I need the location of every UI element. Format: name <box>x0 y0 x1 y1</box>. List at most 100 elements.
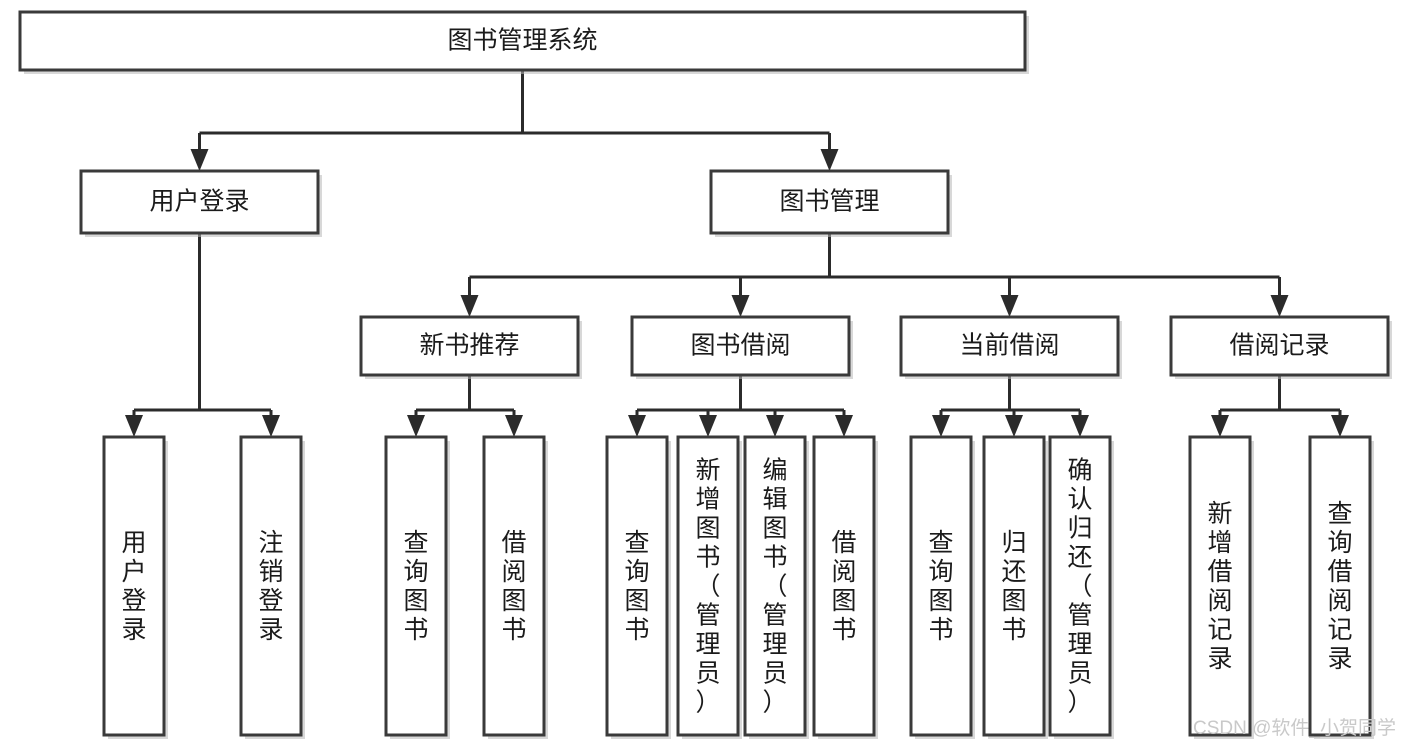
arrow-head-icon <box>1331 415 1349 437</box>
node-label-char: 阅 <box>831 558 856 586</box>
arrow-head-icon <box>1270 295 1289 317</box>
node-label-char: 询 <box>1327 529 1352 557</box>
box-outline <box>18 10 1027 72</box>
node-label-char: 销 <box>258 558 283 586</box>
csdn-watermark: CSDN @软件_小贺同学 <box>1193 717 1396 739</box>
node-label-char: 理 <box>762 631 787 659</box>
node-label-char: （ <box>762 573 787 601</box>
box-outline <box>909 435 973 737</box>
node-layer: 图书管理系统用户登录图书管理新书推荐图书借阅当前借阅借阅记录用户登录注销登录查询… <box>18 10 1392 739</box>
box-outline <box>630 315 851 377</box>
leaf-node-1[interactable]: 用户登录 <box>102 435 168 739</box>
node-label: 图书管理 <box>779 188 879 216</box>
node-label-char: 新 <box>695 457 720 485</box>
node-label-char: 登 <box>258 587 283 615</box>
node-label-char: 借 <box>1207 558 1232 586</box>
node-label-char: 归 <box>1001 529 1026 557</box>
node-label-char: 书 <box>403 616 428 644</box>
arrow-head-icon <box>407 415 425 437</box>
box-outline <box>605 435 669 737</box>
node-label-char: 管 <box>1067 602 1092 630</box>
node-label-char: 询 <box>624 558 649 586</box>
node-label-char: 查 <box>403 529 428 557</box>
arrow-head-icon <box>460 295 479 317</box>
node-label-char: ） <box>695 689 720 717</box>
node-label-char: 图 <box>1001 587 1026 615</box>
level3-node-4[interactable]: 借阅记录 <box>1169 315 1392 379</box>
node-label-char: 询 <box>403 558 428 586</box>
level3-node-3[interactable]: 当前借阅 <box>899 315 1122 379</box>
box-outline <box>899 315 1120 377</box>
arrow-head-icon <box>932 415 950 437</box>
box-outline <box>1188 435 1252 737</box>
node-label-char: 员 <box>762 660 787 688</box>
node-label-char: 归 <box>1067 515 1092 543</box>
node-label: 借阅记录 <box>1229 332 1329 360</box>
node-label-char: 书 <box>501 616 526 644</box>
node-label-char: 户 <box>121 558 146 586</box>
node-label-char: 书 <box>831 616 856 644</box>
arrow-head-icon <box>505 415 523 437</box>
node-label-char: 员 <box>695 660 720 688</box>
node-label-char: ） <box>762 689 787 717</box>
node-label-char: 图 <box>501 587 526 615</box>
node-label-char: 记 <box>1207 616 1232 644</box>
node-label-char: 书 <box>762 544 787 572</box>
level2-node-2[interactable]: 图书管理 <box>709 169 952 237</box>
node-label-char: 员 <box>1067 660 1092 688</box>
box-outline <box>384 435 448 737</box>
node-label-char: 认 <box>1067 486 1092 514</box>
arrow-head-icon <box>835 415 853 437</box>
node-label-char: 图 <box>928 587 953 615</box>
node-label-char: 增 <box>1207 529 1232 557</box>
box-outline <box>676 435 740 737</box>
box-outline <box>1308 435 1372 737</box>
node-label-char: 用 <box>121 529 146 557</box>
arrow-head-icon <box>190 149 209 171</box>
root-node-book-management-system[interactable]: 图书管理系统 <box>18 10 1029 74</box>
node-label-char: 增 <box>695 486 720 514</box>
node-label-char: 阅 <box>501 558 526 586</box>
node-label-char: 注 <box>258 529 283 557</box>
node-label-char: 书 <box>695 544 720 572</box>
node-label-char: 还 <box>1067 544 1092 572</box>
node-label-char: 借 <box>501 529 526 557</box>
box-outline <box>359 315 580 377</box>
arrow-head-icon <box>1000 295 1019 317</box>
node-label-char: 编 <box>762 457 787 485</box>
level3-node-2[interactable]: 图书借阅 <box>630 315 853 379</box>
node-label-char: 查 <box>1327 500 1352 528</box>
node-label: 新书推荐 <box>419 332 519 360</box>
node-label-char: 辑 <box>762 486 787 514</box>
box-outline <box>239 435 303 737</box>
node-label-char: 图 <box>695 515 720 543</box>
arrow-head-icon <box>262 415 280 437</box>
node-label: 图书管理系统 <box>447 27 597 55</box>
node-label-char: 书 <box>624 616 649 644</box>
node-label-char: 查 <box>624 529 649 557</box>
node-label-char: 理 <box>695 631 720 659</box>
node-label-char: 图 <box>762 515 787 543</box>
arrow-head-icon <box>125 415 143 437</box>
node-label-char: 录 <box>258 616 283 644</box>
node-label: 用户登录 <box>149 188 249 216</box>
level2-node-1[interactable]: 用户登录 <box>79 169 322 237</box>
node-label-char: 确 <box>1067 457 1092 485</box>
node-label-char: 图 <box>831 587 856 615</box>
connector-layer <box>125 70 1349 437</box>
node-label-char: 管 <box>695 602 720 630</box>
level3-node-1[interactable]: 新书推荐 <box>359 315 582 379</box>
